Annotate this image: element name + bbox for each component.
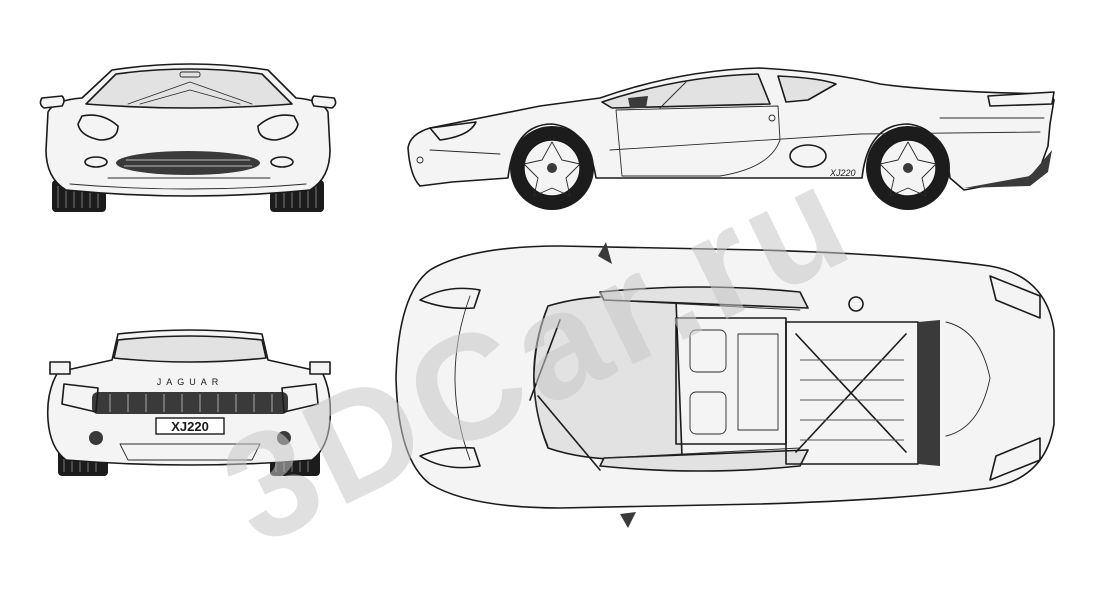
top-left-mirror [598,242,612,264]
side-quarter-window [777,75,837,103]
side-diffuser [964,150,1052,188]
car-side-view-icon: XJ220 [407,67,1055,210]
front-left-mirror [39,95,65,109]
side-door [615,105,781,177]
rear-plate-text: XJ220 [171,419,209,434]
rear-left-taillight [61,383,99,413]
top-left-headlight [419,287,481,310]
rear-window [113,335,267,363]
top-right-headlight [419,446,481,469]
rear-grille [92,392,288,414]
front-right-headlight [257,114,299,141]
rear-right-taillight [281,383,319,413]
side-air-intake [789,144,827,168]
side-mirror [628,96,648,108]
rear-left-mirror [49,361,71,375]
side-headlight [429,121,477,141]
top-left-window [599,286,809,309]
top-fuel-cap [848,296,864,312]
car-front-view-icon [39,63,337,212]
side-model-badge: XJ220 [829,168,856,178]
car-rear-view-icon: JAGUAR XJ220 [46,329,332,476]
top-wiper-1 [529,319,561,401]
front-left-foglight [84,156,108,168]
top-left-taillight [989,275,1041,319]
rear-right-mirror [309,361,331,375]
top-rear-louvre [918,320,940,466]
top-seat-right [689,391,727,435]
front-windscreen [85,68,293,109]
top-engine-brace [795,333,907,453]
rear-emblem-text: JAGUAR [157,377,224,387]
top-seat-left [689,329,727,373]
car-top-view-icon [395,242,1055,528]
rear-left-exhaust [89,431,103,445]
rear-number-plate [155,417,225,435]
top-wiper-2 [537,395,601,471]
rear-view-mirror [179,71,201,78]
side-rear-wheel [866,126,950,210]
front-grille [116,151,260,175]
front-right-mirror [311,95,337,109]
front-right-foglight [270,156,294,168]
side-rear-wing [987,91,1055,107]
top-right-window [599,449,809,472]
front-left-headlight [77,114,119,141]
top-right-taillight [989,437,1041,481]
top-right-mirror [620,512,636,528]
side-front-wheel [510,126,594,210]
rear-right-exhaust [277,431,291,445]
